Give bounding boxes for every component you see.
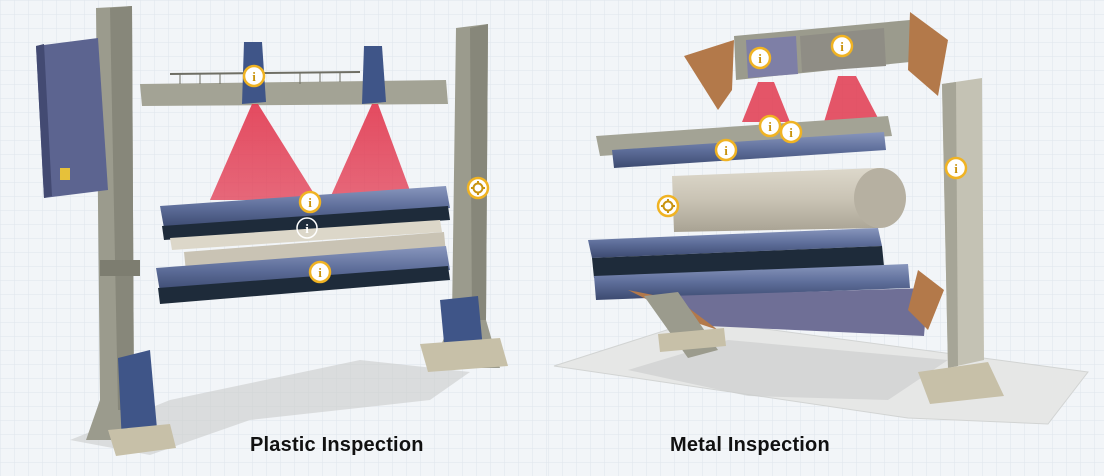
laser-cone-left	[742, 82, 790, 122]
settings-marker-right-tower[interactable]	[466, 176, 490, 200]
info-icon	[298, 190, 322, 214]
info-marker-glyph: i	[789, 125, 793, 140]
right-base-plate	[420, 338, 508, 372]
info-marker-glyph: i	[954, 161, 958, 176]
electrical-cabinet	[36, 38, 108, 198]
top-beam	[140, 80, 448, 106]
left-top-bracket	[684, 40, 734, 110]
laser-cone-left	[210, 104, 318, 200]
left-base-plate	[658, 328, 726, 352]
plastic-inspection-caption: Plastic Inspection	[250, 434, 424, 456]
info-icon	[758, 114, 782, 138]
drum-end	[854, 168, 906, 228]
info-marker-right-tower[interactable]: i	[944, 156, 968, 180]
info-marker-upper-roller[interactable]: i	[298, 190, 322, 214]
info-icon	[714, 138, 738, 162]
material-web-upper	[170, 220, 442, 250]
lower-roller	[156, 246, 450, 292]
lower-roller-belt	[592, 246, 884, 278]
info-marker-web[interactable]: i	[296, 217, 318, 239]
camera-right	[362, 46, 386, 104]
top-railing	[169, 71, 361, 75]
info-marker-glyph: i	[768, 119, 772, 134]
right-base-plate	[918, 362, 1004, 404]
upper-roller	[612, 132, 886, 168]
info-marker-glyph: i	[318, 265, 322, 280]
info-marker-upper-beam-b[interactable]: i	[779, 120, 803, 144]
info-marker-camera[interactable]: i	[242, 64, 266, 88]
info-marker-upper-roller[interactable]: i	[714, 138, 738, 162]
info-marker-glyph: i	[308, 195, 312, 210]
info-icon	[944, 156, 968, 180]
info-marker-upper-beam-a[interactable]: i	[758, 114, 782, 138]
plastic-machine-render: i i i i	[0, 0, 548, 476]
upper-beam	[596, 116, 892, 156]
upper-roller-belt	[162, 206, 450, 240]
info-marker-housing-left[interactable]: i	[748, 46, 772, 70]
info-icon	[830, 34, 854, 58]
left-foot	[118, 350, 158, 444]
info-marker-glyph: i	[840, 39, 844, 54]
cabinet-indicator	[60, 168, 70, 180]
metal-inspection-panel: i i i i i i	[548, 0, 1104, 476]
lower-roller-belt	[158, 266, 450, 304]
left-tower-bracket	[100, 260, 140, 276]
gear-icon	[471, 181, 485, 195]
left-base-plate	[108, 424, 176, 456]
info-icon	[308, 260, 332, 284]
info-marker-glyph: i	[724, 143, 728, 158]
info-marker-glyph: i	[252, 69, 256, 84]
info-marker-housing-right[interactable]: i	[830, 34, 854, 58]
laser-cone-right	[330, 104, 412, 198]
floor-shadow	[628, 340, 948, 400]
lower-body	[668, 288, 928, 336]
right-top-bracket	[908, 12, 948, 96]
info-marker-lower-roller[interactable]: i	[308, 260, 332, 284]
info-icon	[296, 217, 318, 239]
info-marker-glyph: i	[758, 51, 762, 66]
info-icon	[748, 46, 772, 70]
lower-roller-top	[588, 228, 882, 258]
gear-icon	[661, 199, 675, 213]
inspection-drum	[672, 168, 880, 232]
plastic-inspection-panel: i i i i	[0, 0, 548, 476]
laser-cone-right	[824, 76, 878, 122]
metal-inspection-caption: Metal Inspection	[670, 434, 830, 456]
info-marker-glyph: i	[305, 221, 309, 236]
right-lower-bracket	[908, 270, 944, 330]
settings-marker-drum[interactable]	[656, 194, 680, 218]
info-icon	[242, 64, 266, 88]
metal-machine-render: i i i i i i	[548, 0, 1104, 476]
info-icon	[779, 120, 803, 144]
